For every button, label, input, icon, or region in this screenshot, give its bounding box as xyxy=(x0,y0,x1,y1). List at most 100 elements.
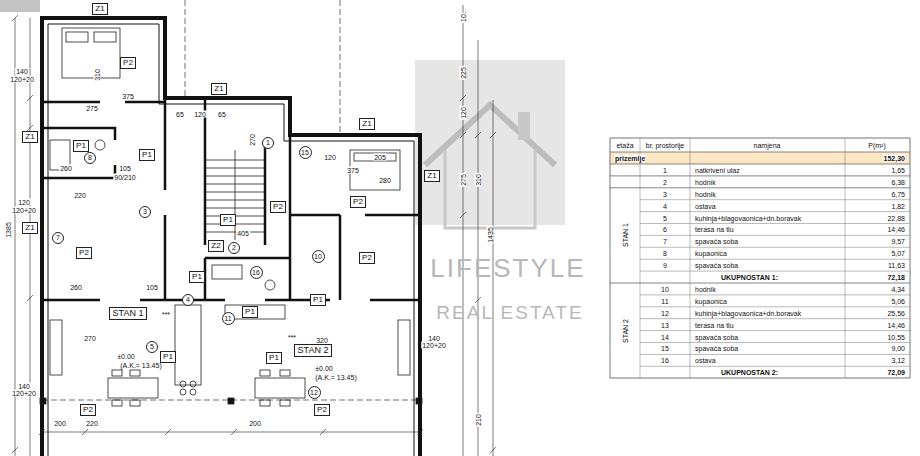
node-text: Z1 xyxy=(214,85,223,93)
table-rule xyxy=(640,199,910,200)
room-number-circle: 2 xyxy=(228,242,240,254)
plan-annotation: 105 xyxy=(118,165,132,172)
element-tag: Z1 xyxy=(22,222,37,234)
plan-annotation: 260 xyxy=(59,165,73,172)
element-tag: P1 xyxy=(242,306,258,318)
element-tag: Z1 xyxy=(359,118,374,130)
table-cell: P(m²) xyxy=(867,142,887,149)
table-cell: 14,46 xyxy=(886,226,906,233)
plan-annotation: 1435 xyxy=(487,226,494,244)
node-text: 3 xyxy=(140,207,150,217)
table-cell: 1,82 xyxy=(890,202,906,209)
room-number-circle: 8 xyxy=(84,152,96,164)
node-text: P1 xyxy=(163,353,173,361)
plan-annotation: 120+20 xyxy=(9,76,35,83)
table-cell: 11 xyxy=(660,297,669,304)
element-tag: P1 xyxy=(189,271,205,283)
node-text: 8 xyxy=(85,153,95,163)
plan-annotation: 320 xyxy=(315,337,329,344)
highlight-row xyxy=(610,152,910,164)
watermark-text: LIFESTYLE xyxy=(429,255,586,281)
table-cell: natkriveni ulaz xyxy=(694,166,741,173)
element-tag: Z1 xyxy=(424,170,439,182)
room-number-circle: 10 xyxy=(312,250,325,263)
plan-annotation: ±0.00 xyxy=(116,353,135,360)
element-tag: P2 xyxy=(314,404,330,416)
element-tag: P1 xyxy=(139,149,155,161)
node-text: 16 xyxy=(251,267,262,278)
node-text: 1 xyxy=(263,138,273,148)
table-cell: ostava xyxy=(694,357,717,364)
plan-annotation: 120 xyxy=(323,154,337,161)
element-tag: P2 xyxy=(76,247,92,259)
room-number-circle: 16 xyxy=(250,266,263,279)
node-text: Z1 xyxy=(25,133,34,141)
table-rule xyxy=(610,283,910,284)
table-cell: STAN 1 xyxy=(622,222,629,248)
table-cell: 1,65 xyxy=(890,166,906,173)
element-tag: P1 xyxy=(160,351,176,363)
table-cell: spavaća soba xyxy=(694,333,739,340)
plan-annotation: 205 xyxy=(373,154,387,161)
element-tag: P2 xyxy=(120,57,136,69)
hatch xyxy=(0,0,40,12)
table-cell: 3,12 xyxy=(890,357,906,364)
element-tag: P1 xyxy=(73,140,89,152)
plan-annotation: 275 xyxy=(85,105,99,112)
node-text: 11 xyxy=(223,313,234,324)
table-cell: kuhinja+blagovaonica+dn.boravak xyxy=(694,214,802,221)
table-cell: namjena xyxy=(753,142,782,149)
table-rule xyxy=(640,223,910,224)
element-tag: Z2 xyxy=(208,240,223,252)
table-cell: 6,38 xyxy=(890,178,906,185)
table-rule xyxy=(640,318,910,319)
table-cell: br. prostorije xyxy=(645,142,686,149)
table-cell: 11,63 xyxy=(887,262,906,269)
room-number-circle: 5 xyxy=(146,341,158,353)
node-text: P1 xyxy=(245,308,255,316)
plan-annotation: 1385 xyxy=(5,221,12,239)
table-cell: 7 xyxy=(662,238,668,245)
node-text: P1 xyxy=(313,296,323,304)
walls xyxy=(42,18,420,456)
table-rule xyxy=(845,138,846,378)
node-text: Z1 xyxy=(427,172,436,180)
plan-annotation: ±0.00 xyxy=(314,365,333,372)
plan-annotation: 65 xyxy=(217,111,227,118)
table-cell: 3 xyxy=(662,190,668,197)
table-rule xyxy=(640,366,910,367)
node-text: P1 xyxy=(269,354,279,362)
plan-annotation: 310 xyxy=(94,68,101,82)
plan-annotation: 120+20 xyxy=(421,342,447,349)
element-tag: P2 xyxy=(350,196,366,208)
plan-annotation: 90/210 xyxy=(113,174,136,181)
table-rule xyxy=(640,211,910,212)
node-text: STAN 2 xyxy=(298,346,329,355)
table-cell: 12 xyxy=(660,309,670,316)
plan-annotation: 120+20 xyxy=(11,207,37,214)
element-tag: P1 xyxy=(310,294,326,306)
node-text: 15 xyxy=(300,147,311,158)
node-text: STAN 1 xyxy=(113,309,144,318)
table-cell: 14,46 xyxy=(886,321,906,328)
table-cell: terasa na tlu xyxy=(694,226,735,233)
element-tag: Z1 xyxy=(92,3,107,15)
plan-annotation: *** xyxy=(287,334,297,341)
table-cell: spavaća soba xyxy=(694,262,739,269)
table-cell: kupaonica xyxy=(694,250,728,257)
node-text: Z2 xyxy=(211,242,220,250)
node-text: P2 xyxy=(273,203,283,211)
table-cell: 14 xyxy=(660,333,670,340)
table-cell: UKUPNOSTAN 2: xyxy=(720,369,779,376)
plan-annotation: 10 xyxy=(460,13,467,23)
table-cell: 5 xyxy=(662,214,668,221)
node-text: P1 xyxy=(192,273,202,281)
table-cell: 5,06 xyxy=(890,297,906,304)
plan-annotation: 120+20 xyxy=(11,390,37,397)
watermark-logo xyxy=(415,60,565,228)
table-rule xyxy=(640,235,910,236)
table-cell: etaža xyxy=(615,142,634,149)
table-cell: spavaća soba xyxy=(694,345,739,352)
table-cell: kupaonica xyxy=(694,297,728,304)
node-text: 5 xyxy=(147,342,157,352)
